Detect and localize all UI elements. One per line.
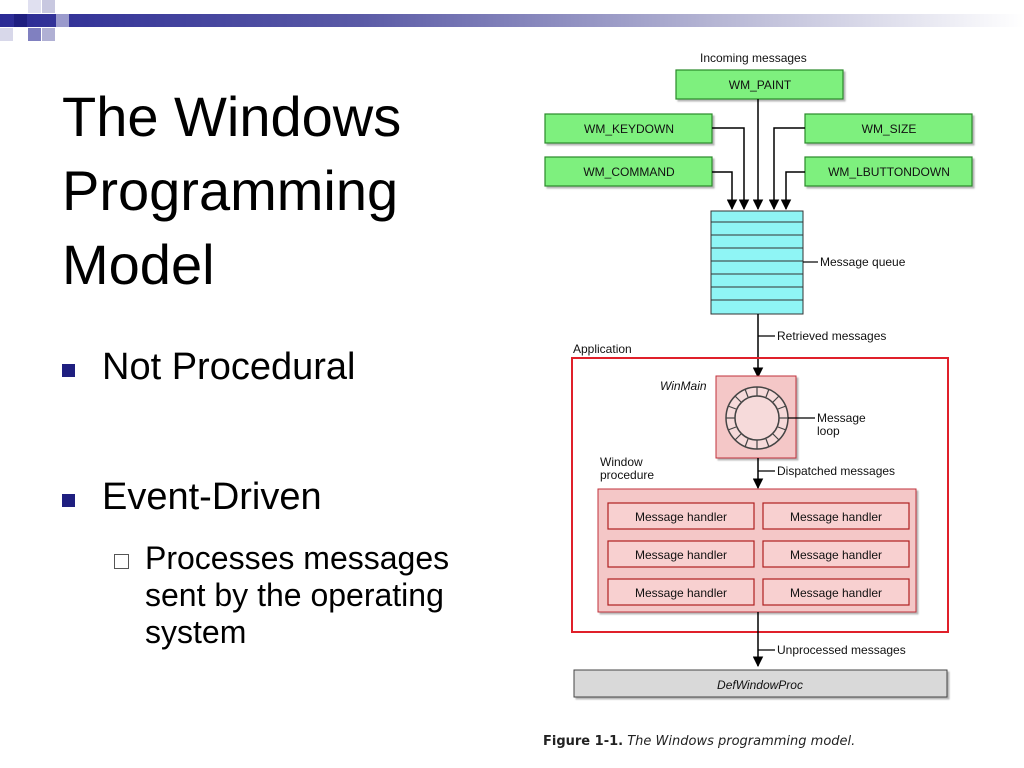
message-handler-label: Message handler [635, 548, 727, 562]
message-queue [710, 210, 804, 315]
header-gradient-bar [0, 14, 1024, 27]
message-box-wm-size [804, 113, 973, 144]
defwindowproc-label: DefWindowProc [717, 678, 803, 692]
decor-square [42, 28, 55, 41]
message-label: WM_KEYDOWN [584, 122, 674, 136]
subbullet-line: system [145, 614, 247, 650]
message-label: WM_LBUTTONDOWN [828, 165, 950, 179]
message-loop-label: loop [817, 424, 840, 438]
bullet-text: Not Procedural [102, 346, 356, 388]
title-line: Model [62, 233, 215, 296]
decor-square [0, 28, 13, 41]
caption-number: Figure 1-1. [543, 734, 624, 749]
bullet-text: Event-Driven [102, 476, 322, 518]
incoming-messages-label: Incoming messages [700, 51, 807, 65]
unprocessed-messages-label: Unprocessed messages [777, 643, 906, 657]
message-handler-label: Message handler [790, 586, 882, 600]
window-procedure-label: procedure [600, 468, 654, 482]
subbullet-line: Processes messages [145, 540, 450, 576]
message-handler-label: Message handler [635, 510, 727, 524]
subbullet-line: sent by the operating [145, 577, 444, 613]
message-handler-label: Message handler [790, 510, 882, 524]
message-loop-label: Message [817, 411, 866, 425]
decor-square [28, 0, 41, 13]
caption-text: The Windows programming model. [627, 734, 856, 749]
message-handler-label: Message handler [790, 548, 882, 562]
decor-square [14, 14, 27, 27]
dispatched-messages-label: Dispatched messages [777, 464, 895, 478]
message-label: WM_SIZE [862, 122, 917, 136]
bullet-square-icon [62, 494, 75, 507]
message-box-wm-keydown [544, 113, 713, 144]
decor-square [56, 14, 69, 27]
bullet-square-icon [62, 364, 75, 377]
decor-square [28, 28, 41, 41]
message-box-wm-paint [675, 69, 844, 100]
message-handler-label: Message handler [635, 586, 727, 600]
message-queue-label: Message queue [820, 255, 906, 269]
application-frame [571, 357, 949, 633]
hollow-square-bullet-icon [114, 554, 129, 569]
figure-caption: Figure 1-1. The Windows programming mode… [543, 734, 855, 749]
message-loop-wheel [725, 386, 789, 450]
title-line: The Windows [62, 85, 402, 148]
slide-title: The Windows Programming Model [62, 80, 502, 302]
message-handler-grid [607, 502, 910, 606]
retrieved-messages-label: Retrieved messages [777, 329, 886, 343]
application-label: Application [573, 342, 632, 356]
defwindowproc-box [573, 669, 948, 698]
winmain-label: WinMain [660, 379, 707, 393]
message-label: WM_PAINT [729, 78, 792, 92]
message-label: WM_COMMAND [583, 165, 675, 179]
incoming-arrows [712, 99, 805, 211]
title-line: Programming [62, 159, 399, 222]
window-procedure-label: Window [600, 455, 643, 469]
decor-square [42, 0, 55, 13]
